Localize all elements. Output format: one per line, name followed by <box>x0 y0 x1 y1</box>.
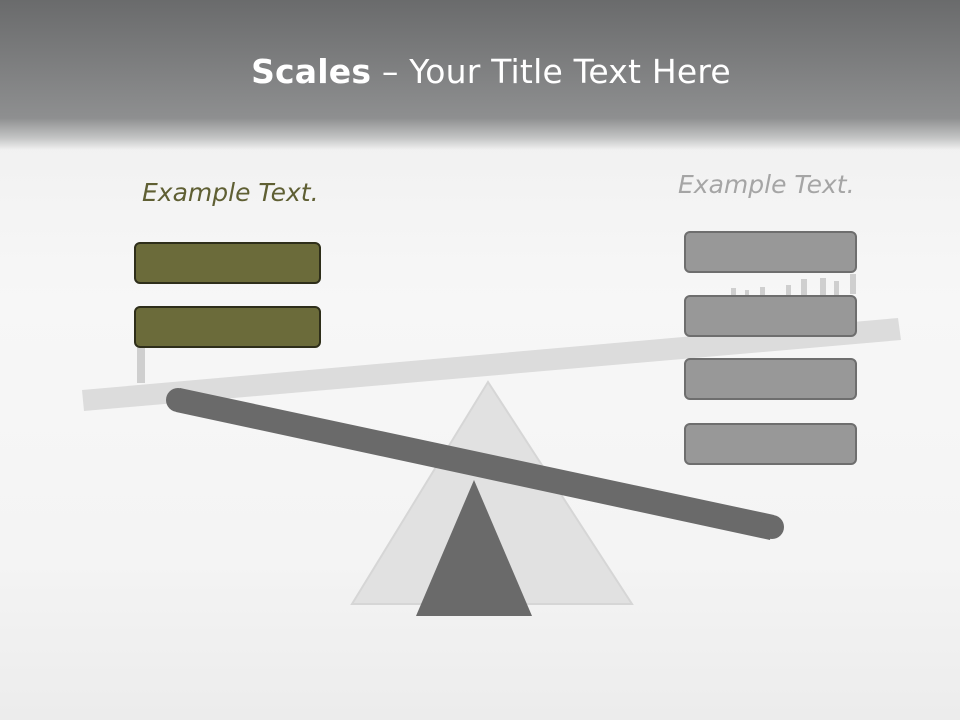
left-text-box-1[interactable] <box>134 242 321 284</box>
title-rest: – Your Title Text Here <box>371 52 731 91</box>
right-text-box-4[interactable] <box>684 423 857 465</box>
right-text-box-1[interactable] <box>684 231 857 273</box>
right-label[interactable]: Example Text. <box>678 170 855 199</box>
slide-title[interactable]: Scales – Your Title Text Here <box>0 52 960 91</box>
right-text-box-3[interactable] <box>684 358 857 400</box>
title-bold: Scales <box>251 52 372 91</box>
beam <box>176 388 774 540</box>
background-figures <box>137 274 856 383</box>
left-text-box-2[interactable] <box>134 306 321 348</box>
right-text-box-2[interactable] <box>684 295 857 337</box>
title-bar <box>0 0 960 150</box>
background-plank <box>82 318 901 411</box>
background-seesaw <box>82 274 901 605</box>
left-label[interactable]: Example Text. <box>142 178 319 207</box>
fulcrum <box>416 480 532 616</box>
